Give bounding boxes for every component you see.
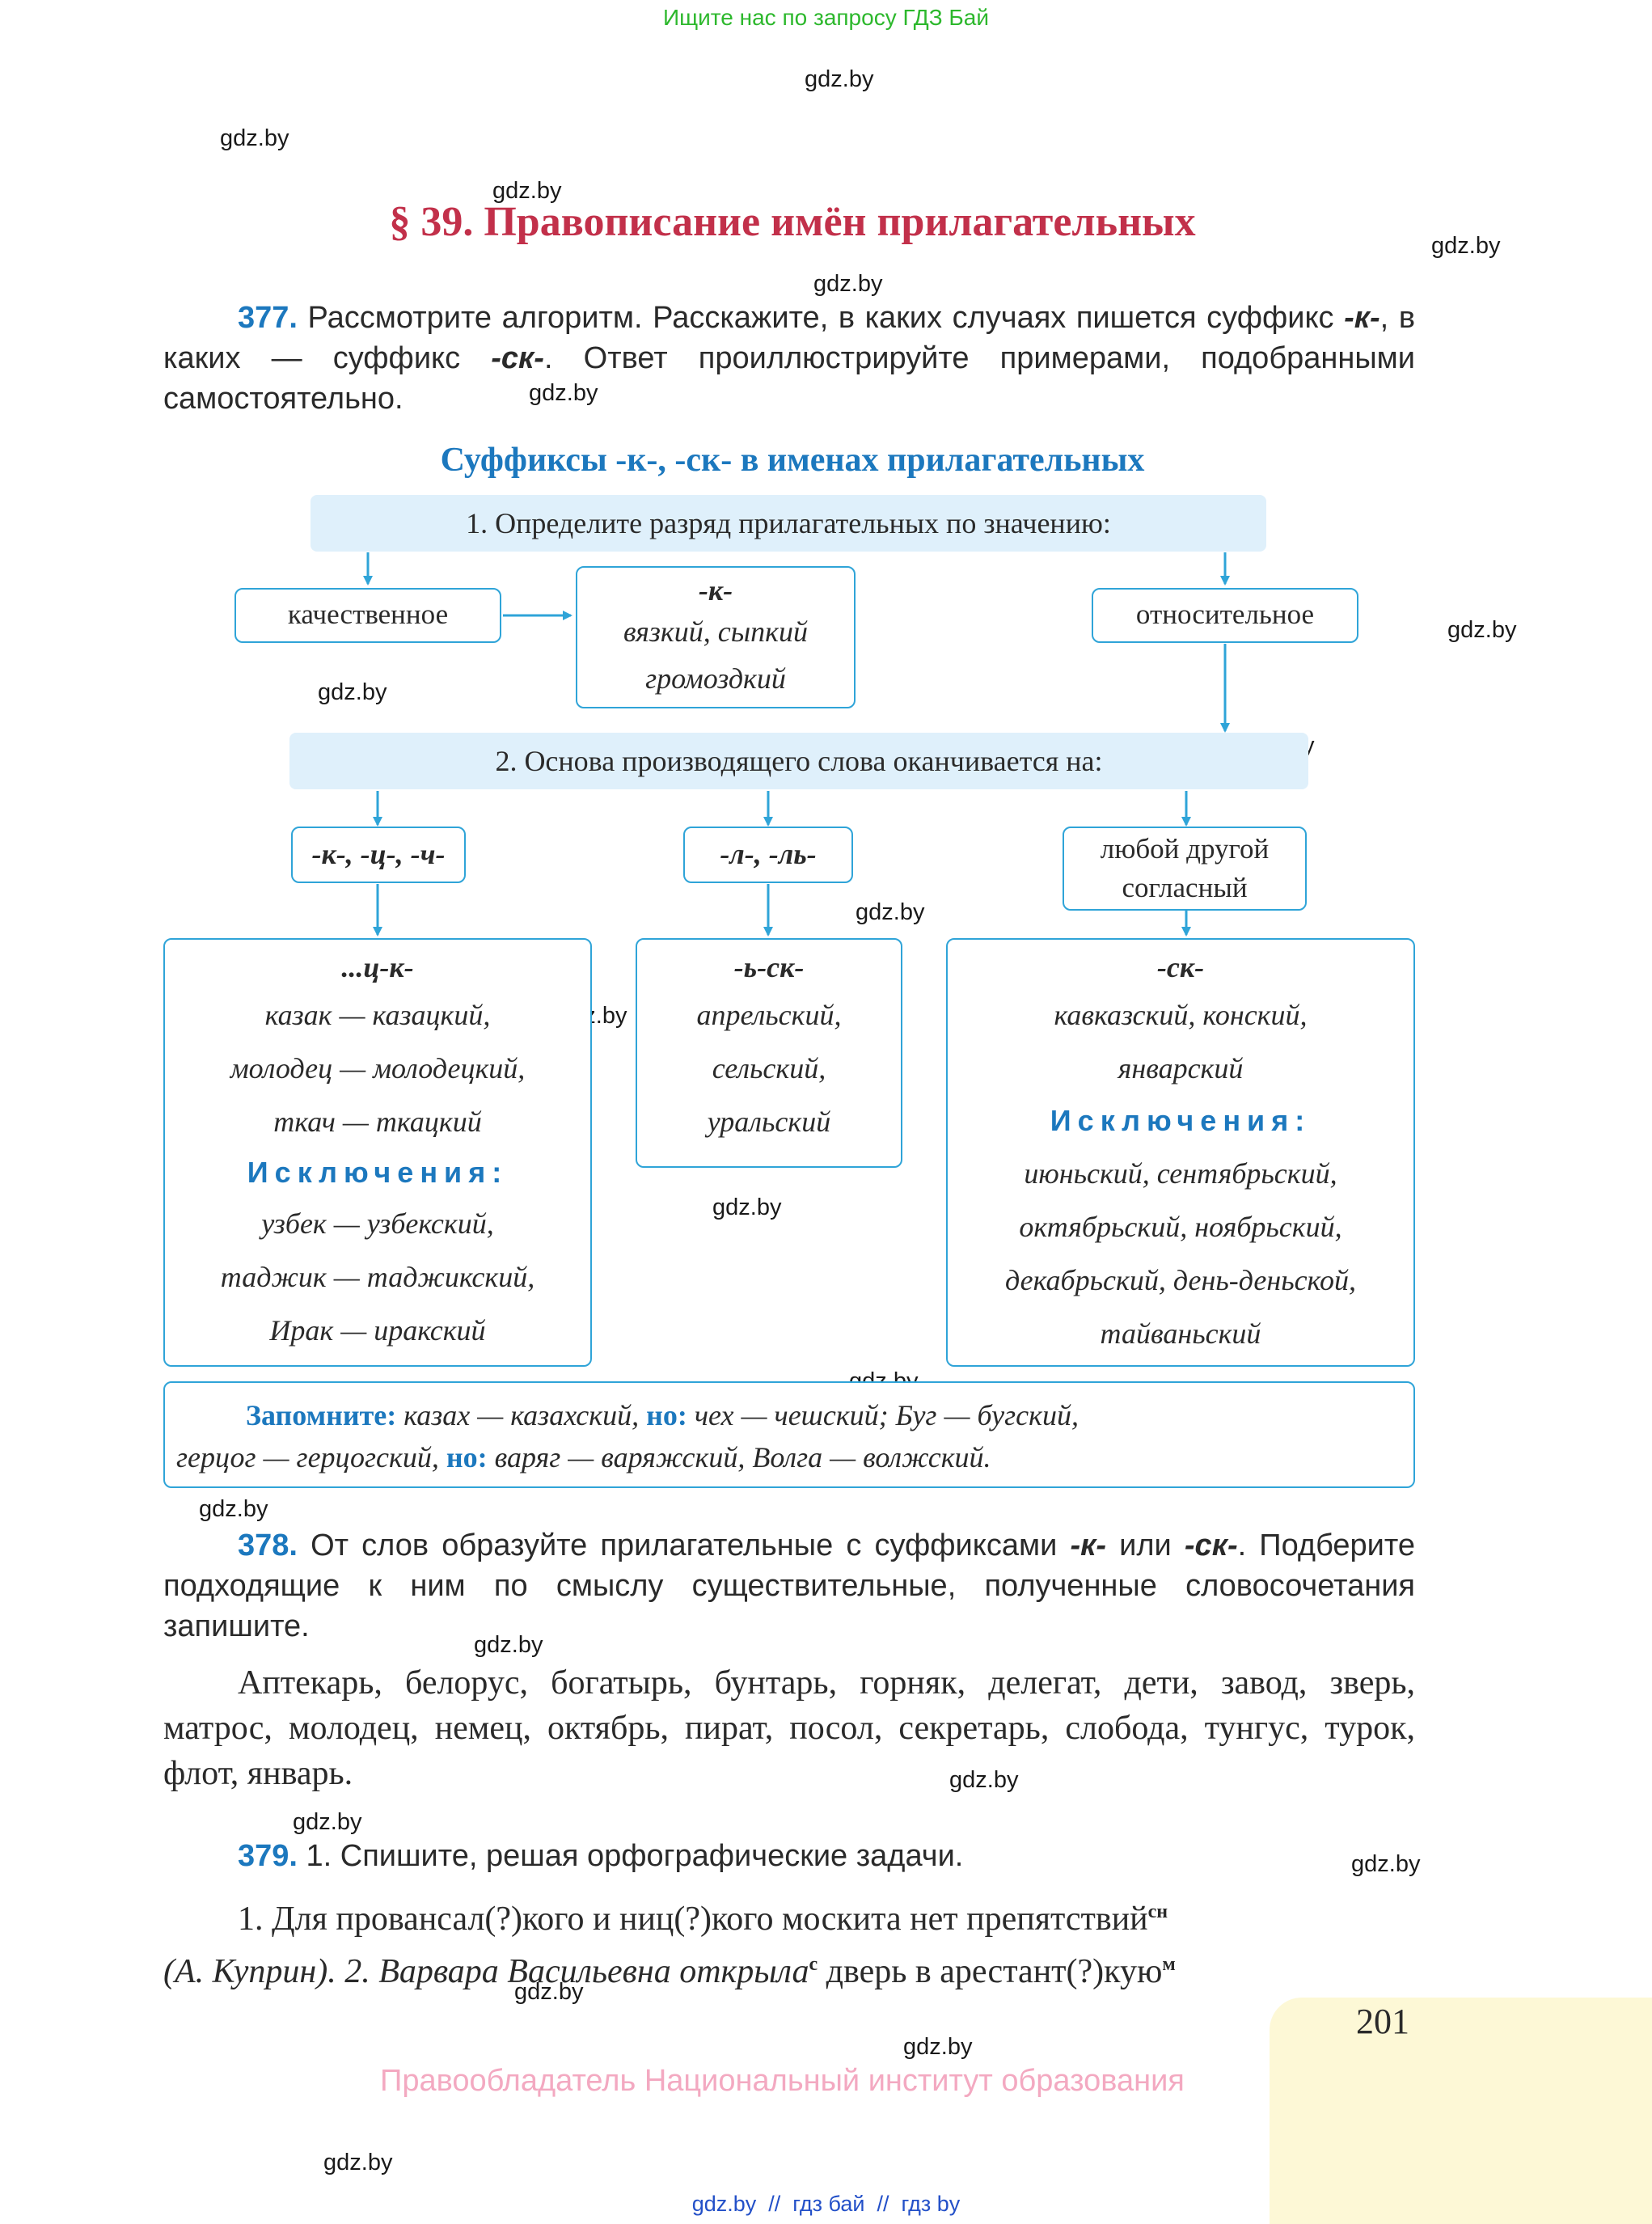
watermark: gdz.by [805,66,874,92]
step-2: 2. Основа производящего слова оканчивает… [289,733,1308,789]
text-line: (А. Куприн). 2. Варвара Васильевна откры… [163,1953,809,1990]
exception-line: декабрьский, день-деньской, [1004,1264,1357,1296]
watermark: gdz.by [949,1767,1019,1793]
box-header: ...ц-к- [341,951,414,983]
watermark: gdz.by [220,125,289,151]
exceptions-label: Исключения: [1050,1104,1312,1137]
remember-box: Запомните: казах — казахский, но: чех — … [163,1381,1415,1488]
suffix-k-box: -к- вязкий, сыпкий громоздкий [576,566,856,708]
remember-text: казах — казахский, [403,1399,640,1431]
watermark: gdz.by [199,1496,268,1522]
step-1: 1. Определите разряд прилагательных по з… [311,495,1266,552]
exercise-number: 377. [238,301,298,335]
watermark: gdz.by [856,899,925,925]
grammar-mark: с [809,1954,818,1975]
left-rule-box: ...ц-к- казак — казацкий, молодец — моло… [163,938,592,1367]
example-line: вязкий, сыпкий [623,615,808,648]
example-line: январский [1118,1052,1244,1085]
example-line: кавказский, конский, [1054,999,1308,1031]
task-text: или [1106,1528,1185,1562]
example-line: ткач — ткацкий [273,1106,482,1138]
exception-line: узбек — узбекский, [261,1207,494,1240]
exception-line: тайваньский [1100,1317,1261,1350]
suffix-sk: -ск- [1184,1528,1238,1562]
suffix-k: -к- [1344,301,1380,335]
qualitative-box: качественное [234,588,501,643]
remember-text: герцог — герцогский, [176,1441,439,1474]
exercise-number: 378. [238,1528,298,1562]
page-corner [1270,1998,1652,2224]
exceptions-label: Исключения: [247,1156,509,1189]
remember-label: Запомните: [246,1399,397,1431]
ending-l: -л-, -ль- [683,827,853,883]
page-number: 201 [1356,2002,1409,2041]
middle-rule-box: -ь-ск- апрельский, сельский, уральский [636,938,902,1168]
exception-line: таджик — таджикский, [220,1261,535,1293]
watermark: gdz.by [293,1809,362,1835]
right-rule-box: -ск- кавказский, конский, январский Искл… [946,938,1415,1367]
watermark: gdz.by [514,1979,584,2005]
box-header: -ь-ск- [733,951,805,983]
suffix-sk: -ск- [491,341,544,375]
watermark: gdz.by [474,1632,543,1658]
watermark: gdz.by [903,2034,973,2060]
exception-line: июньский, сентябрьский, [1024,1157,1337,1190]
box-header: -к- [698,574,733,607]
grammar-mark: м [1162,1954,1176,1975]
exercise-379-task: 379. 1. Спишите, решая орфографические з… [163,1836,1415,1876]
grammar-mark: сн [1147,1901,1168,1922]
watermark: gdz.by [318,679,387,705]
watermark: gdz.by [813,271,883,297]
exercise-379-text: 1. Для провансал(?)кого и ниц(?)кого мос… [163,1889,1425,1994]
example-line: апрельский, [696,999,842,1031]
ending-other: любой другой согласный [1063,827,1307,911]
task-text: . Подберите подходящие к ним по смыслу с… [163,1528,1416,1643]
watermark: gdz.by [529,380,598,406]
watermark: gdz.by [712,1194,782,1220]
text-line: дверь в арестант(?)кую [818,1953,1163,1990]
no-label: но: [446,1441,488,1474]
watermark: gdz.by [492,178,562,204]
remember-text: чех — чешский; Буг — бугский, [694,1399,1079,1431]
top-banner[interactable]: Ищите нас по запросу ГДЗ Бай [662,5,990,30]
example-line: уральский [707,1106,831,1138]
example-line: молодец — молодецкий, [230,1052,526,1085]
footer-rights[interactable]: Правообладатель Национальный институт об… [380,2064,1185,2098]
exercise-377-task: 377. Рассмотрите алгоритм. Расскажите, в… [163,301,1415,416]
example-line: громоздкий [645,662,786,695]
suffix-k: -к- [1070,1528,1107,1562]
watermark: gdz.by [1351,1851,1421,1877]
watermark: gdz.by [1431,233,1501,259]
no-label: но: [646,1399,687,1431]
task-text: От слов образуйте прилагательные с суффи… [311,1528,1071,1562]
task-text: . Ответ проиллюстрируйте примерами, подо… [163,341,1415,416]
scheme-heading: Суффиксы -к-, -ск- в именах прилагательн… [440,442,1145,479]
exception-line: октябрьский, ноябрьский, [1019,1211,1342,1243]
page-title: § 39. Правописание имён прилагательных [389,199,1196,245]
example-line: казак — казацкий, [264,999,491,1031]
exception-line: Ирак — иракский [269,1314,486,1347]
example-line: сельский, [712,1052,826,1085]
task-text: 1. Спишите, решая орфографические задачи… [306,1839,964,1873]
relative-box: относительное [1092,588,1358,643]
exercise-378-words: Аптекарь, белорус, богатырь, бунтарь, го… [163,1664,1415,1792]
exercise-number: 379. [238,1839,298,1873]
task-text: в каких — суффикс [163,301,1415,375]
watermark: gdz.by [323,2150,393,2175]
watermark: gdz.by [1447,617,1517,643]
box-header: -ск- [1156,951,1205,983]
footer-links[interactable]: gdz.by // гдз бай // гдз by [691,2192,961,2216]
task-text: Рассмотрите алгоритм. Расскажите, в каки… [307,301,1345,335]
text-line: 1. Для провансал(?)кого и ниц(?)кого мос… [238,1901,1148,1938]
remember-text: варяг — варяжский, Волга — волжский. [494,1441,991,1474]
ending-k-ts-ch: -к-, -ц-, -ч- [291,827,466,883]
exercise-378-task: 378. От слов образуйте прилагательные с … [163,1525,1415,1647]
